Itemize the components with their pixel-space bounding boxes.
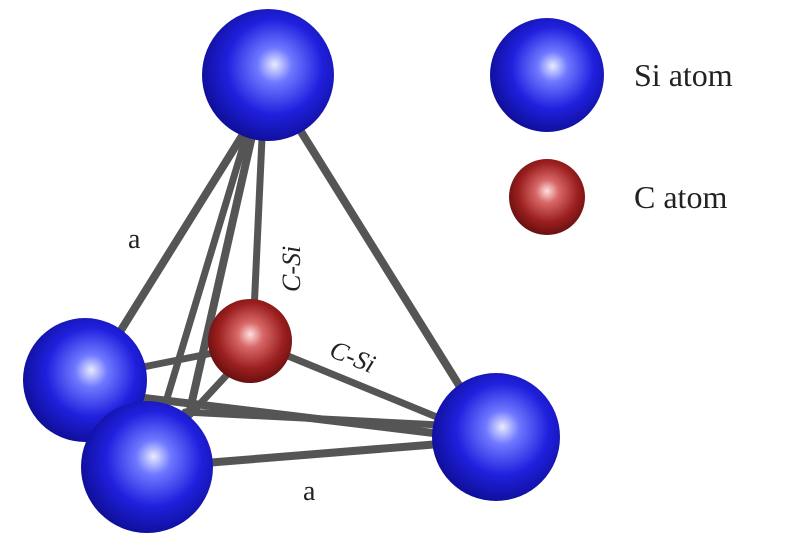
- si-atom-front: [81, 401, 213, 533]
- legend-c-label: C atom: [634, 179, 727, 215]
- legend-si-swatch: [490, 18, 604, 132]
- legend-si-label: Si atom: [634, 57, 733, 93]
- bond-c-right: [284, 352, 448, 424]
- si-atom-top: [202, 9, 334, 141]
- legend: Si atom C atom: [490, 18, 733, 235]
- si-atom-right: [432, 373, 560, 501]
- label-bond-vertical: C-Si: [277, 246, 306, 292]
- label-edge-a-left: a: [128, 224, 141, 255]
- edge-front-right: [201, 440, 444, 467]
- legend-c-swatch: [509, 159, 585, 235]
- c-atom-center: [208, 299, 292, 383]
- edge-top-front: [186, 132, 256, 414]
- atoms: [23, 9, 560, 533]
- bond-c-top: [250, 134, 266, 316]
- label-edge-a-bottom: a: [303, 476, 316, 507]
- edge-top-right: [296, 126, 466, 394]
- edge-top-left: [114, 132, 246, 339]
- edge-front-right-upper: [181, 408, 444, 429]
